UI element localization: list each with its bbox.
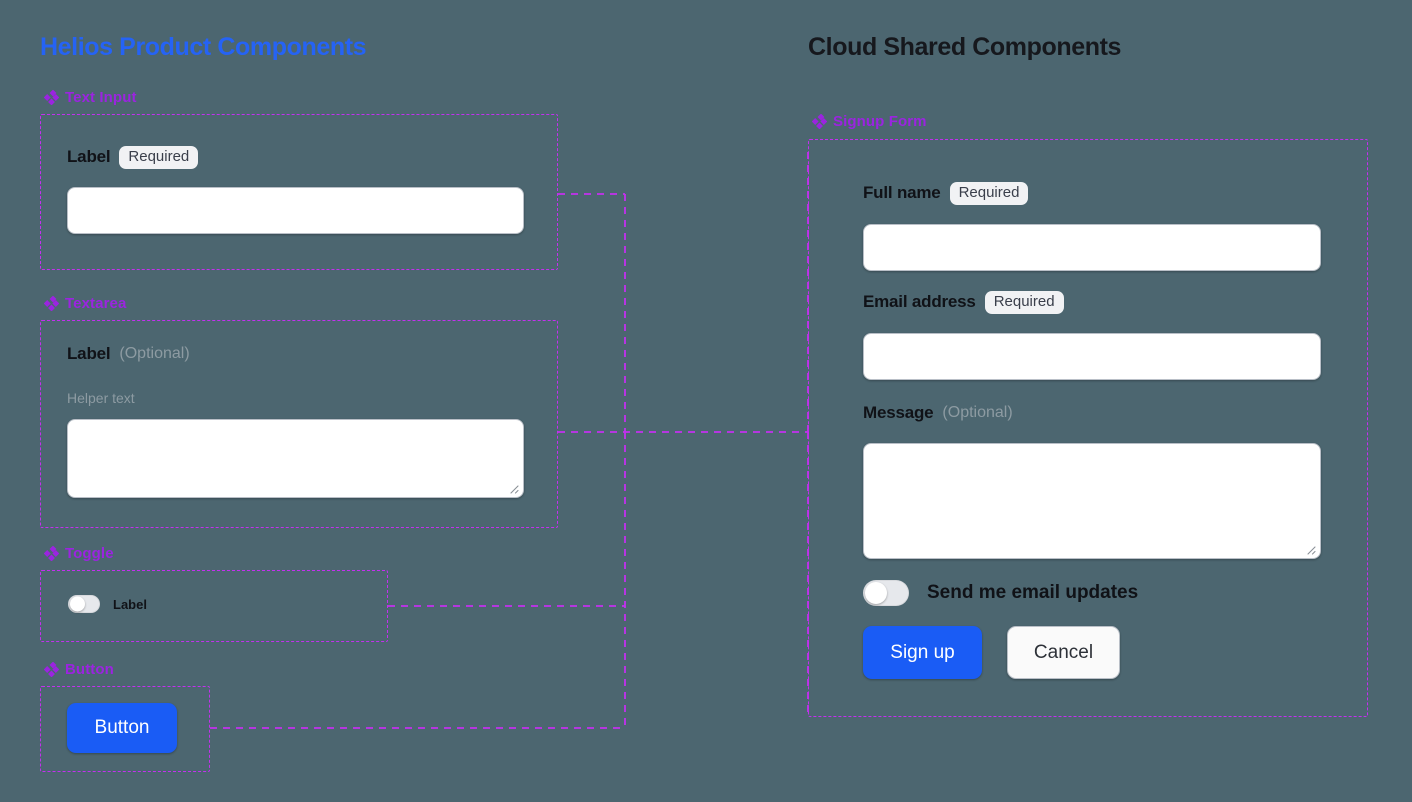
section-caption-label: Toggle [65,545,114,562]
full-name-label-row: Full name Required [863,182,1029,205]
components-diamond-icon [44,662,59,677]
full-name-label: Full name [863,183,941,203]
email-label: Email address [863,292,976,312]
section-caption-text-input: Text Input [44,89,137,106]
textarea-optional-note: (Optional) [119,345,190,362]
demo-button[interactable]: Button [67,703,177,753]
toggle-knob [865,582,887,604]
components-diamond-icon [44,296,59,311]
toggle-row: Label [68,595,147,613]
full-name-required-badge: Required [949,182,1029,205]
section-caption-toggle: Toggle [44,545,114,562]
message-optional-note: (Optional) [942,404,1013,421]
sign-up-button[interactable]: Sign up [863,626,982,679]
toggle-label: Label [113,596,147,612]
email-updates-toggle-row: Send me email updates [863,580,1138,606]
textarea-label-row: Label (Optional) [67,344,190,364]
email-label-row: Email address Required [863,291,1064,314]
components-diamond-icon [44,90,59,105]
section-caption-textarea: Textarea [44,295,126,312]
textarea-label: Label [67,344,111,363]
resize-handle-icon[interactable] [1303,542,1316,555]
region-textarea [40,320,558,528]
left-column-title: Helios Product Components [40,33,367,61]
text-input-required-badge: Required [119,146,199,169]
text-input-label: Label [67,147,111,167]
region-button [40,686,210,772]
textarea-helper-text: Helper text [67,390,135,406]
email-input[interactable] [863,333,1321,380]
section-caption-label: Text Input [65,89,137,106]
right-column-title: Cloud Shared Components [808,33,1122,61]
message-label: Message [863,403,934,422]
toggle-knob [70,596,85,612]
section-caption-label: Button [65,661,114,678]
full-name-input[interactable] [863,224,1321,271]
text-input-field[interactable] [67,187,524,234]
text-input-label-row: Label Required [67,146,199,169]
textarea-field[interactable] [67,419,524,498]
components-diamond-icon [44,546,59,561]
email-updates-label: Send me email updates [927,582,1139,603]
message-textarea[interactable] [863,443,1321,559]
section-caption-label: Signup Form [833,113,927,130]
section-caption-label: Textarea [65,295,127,312]
region-text-input [40,114,558,270]
section-caption-button: Button [44,661,114,678]
toggle-switch[interactable] [68,595,100,613]
cancel-button[interactable]: Cancel [1007,626,1120,679]
section-caption-signup-form: Signup Form [812,113,927,130]
region-toggle [40,570,388,642]
email-updates-toggle[interactable] [863,580,909,606]
message-label-row: Message (Optional) [863,403,1013,423]
components-diamond-icon [812,114,827,129]
resize-handle-icon[interactable] [506,481,519,494]
email-required-badge: Required [984,291,1064,314]
